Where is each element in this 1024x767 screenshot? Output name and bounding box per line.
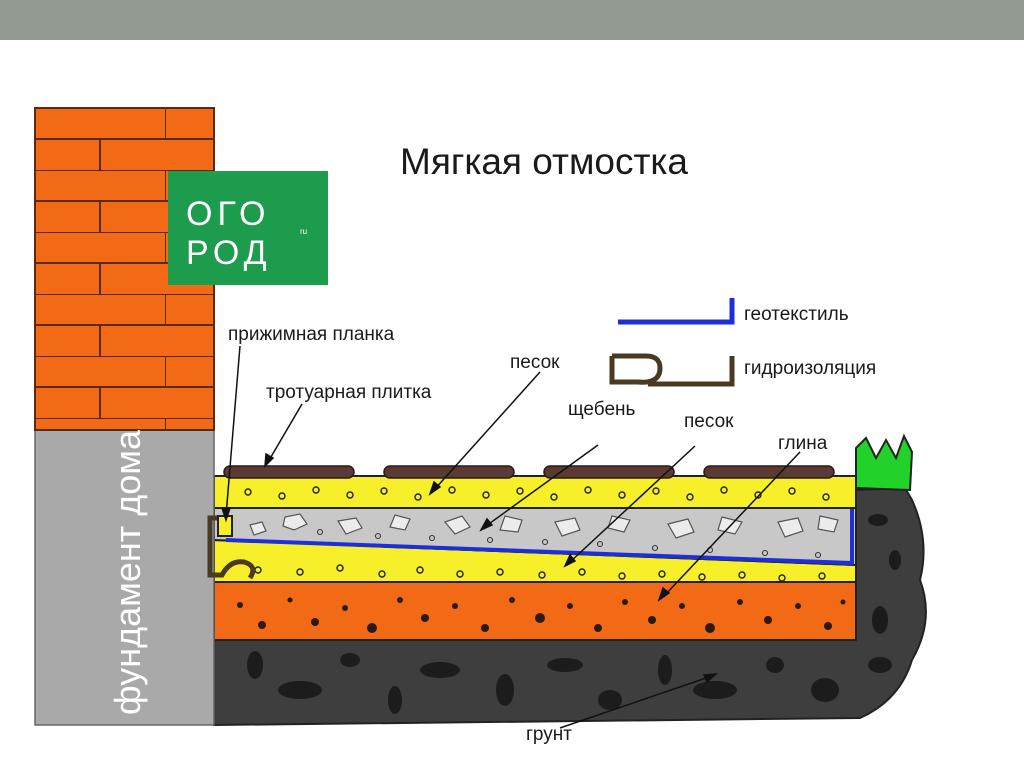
logo-text-line1: ОГО (186, 195, 270, 233)
sand-top-layer (213, 475, 857, 509)
label-clamp-bar: прижимная планка (228, 324, 395, 345)
label-sand-top: песок (510, 352, 560, 373)
gravel-stones (249, 513, 839, 539)
legend-geotextile-label: геотекстиль (744, 304, 849, 325)
slide-top-bar (0, 0, 1024, 40)
soil-spots (247, 514, 901, 714)
legend-waterproofing-label: гидроизоляция (744, 358, 876, 379)
waterproofing-legend-icon (609, 353, 735, 387)
label-soil: грунт (526, 724, 572, 745)
foundation-label: фундамент дома (107, 429, 148, 715)
logo-text-line2: РОД (186, 234, 272, 272)
house-foundation (34, 429, 215, 726)
waterproofing-wall (207, 515, 256, 580)
ogorod-logo (168, 171, 328, 285)
logo-text-small: ru (300, 227, 307, 236)
paving-tiles (223, 465, 835, 479)
sand-bottom-dots (254, 564, 826, 582)
clay-spots (237, 597, 846, 633)
label-paving-tile: тротуарная плитка (266, 382, 432, 403)
label-gravel: щебень (568, 399, 636, 420)
diagram-title: Мягкая отмостка (400, 141, 688, 182)
leader-arrows (220, 345, 801, 729)
label-clay: глина (778, 433, 828, 454)
geotextile-legend-icon (618, 298, 735, 325)
clay-layer (213, 581, 857, 641)
label-sand-bottom: песок (684, 411, 734, 432)
sand-top-dots (244, 486, 830, 501)
grass (855, 433, 914, 492)
soil-layer (213, 486, 927, 727)
geotextile-line (225, 507, 854, 566)
